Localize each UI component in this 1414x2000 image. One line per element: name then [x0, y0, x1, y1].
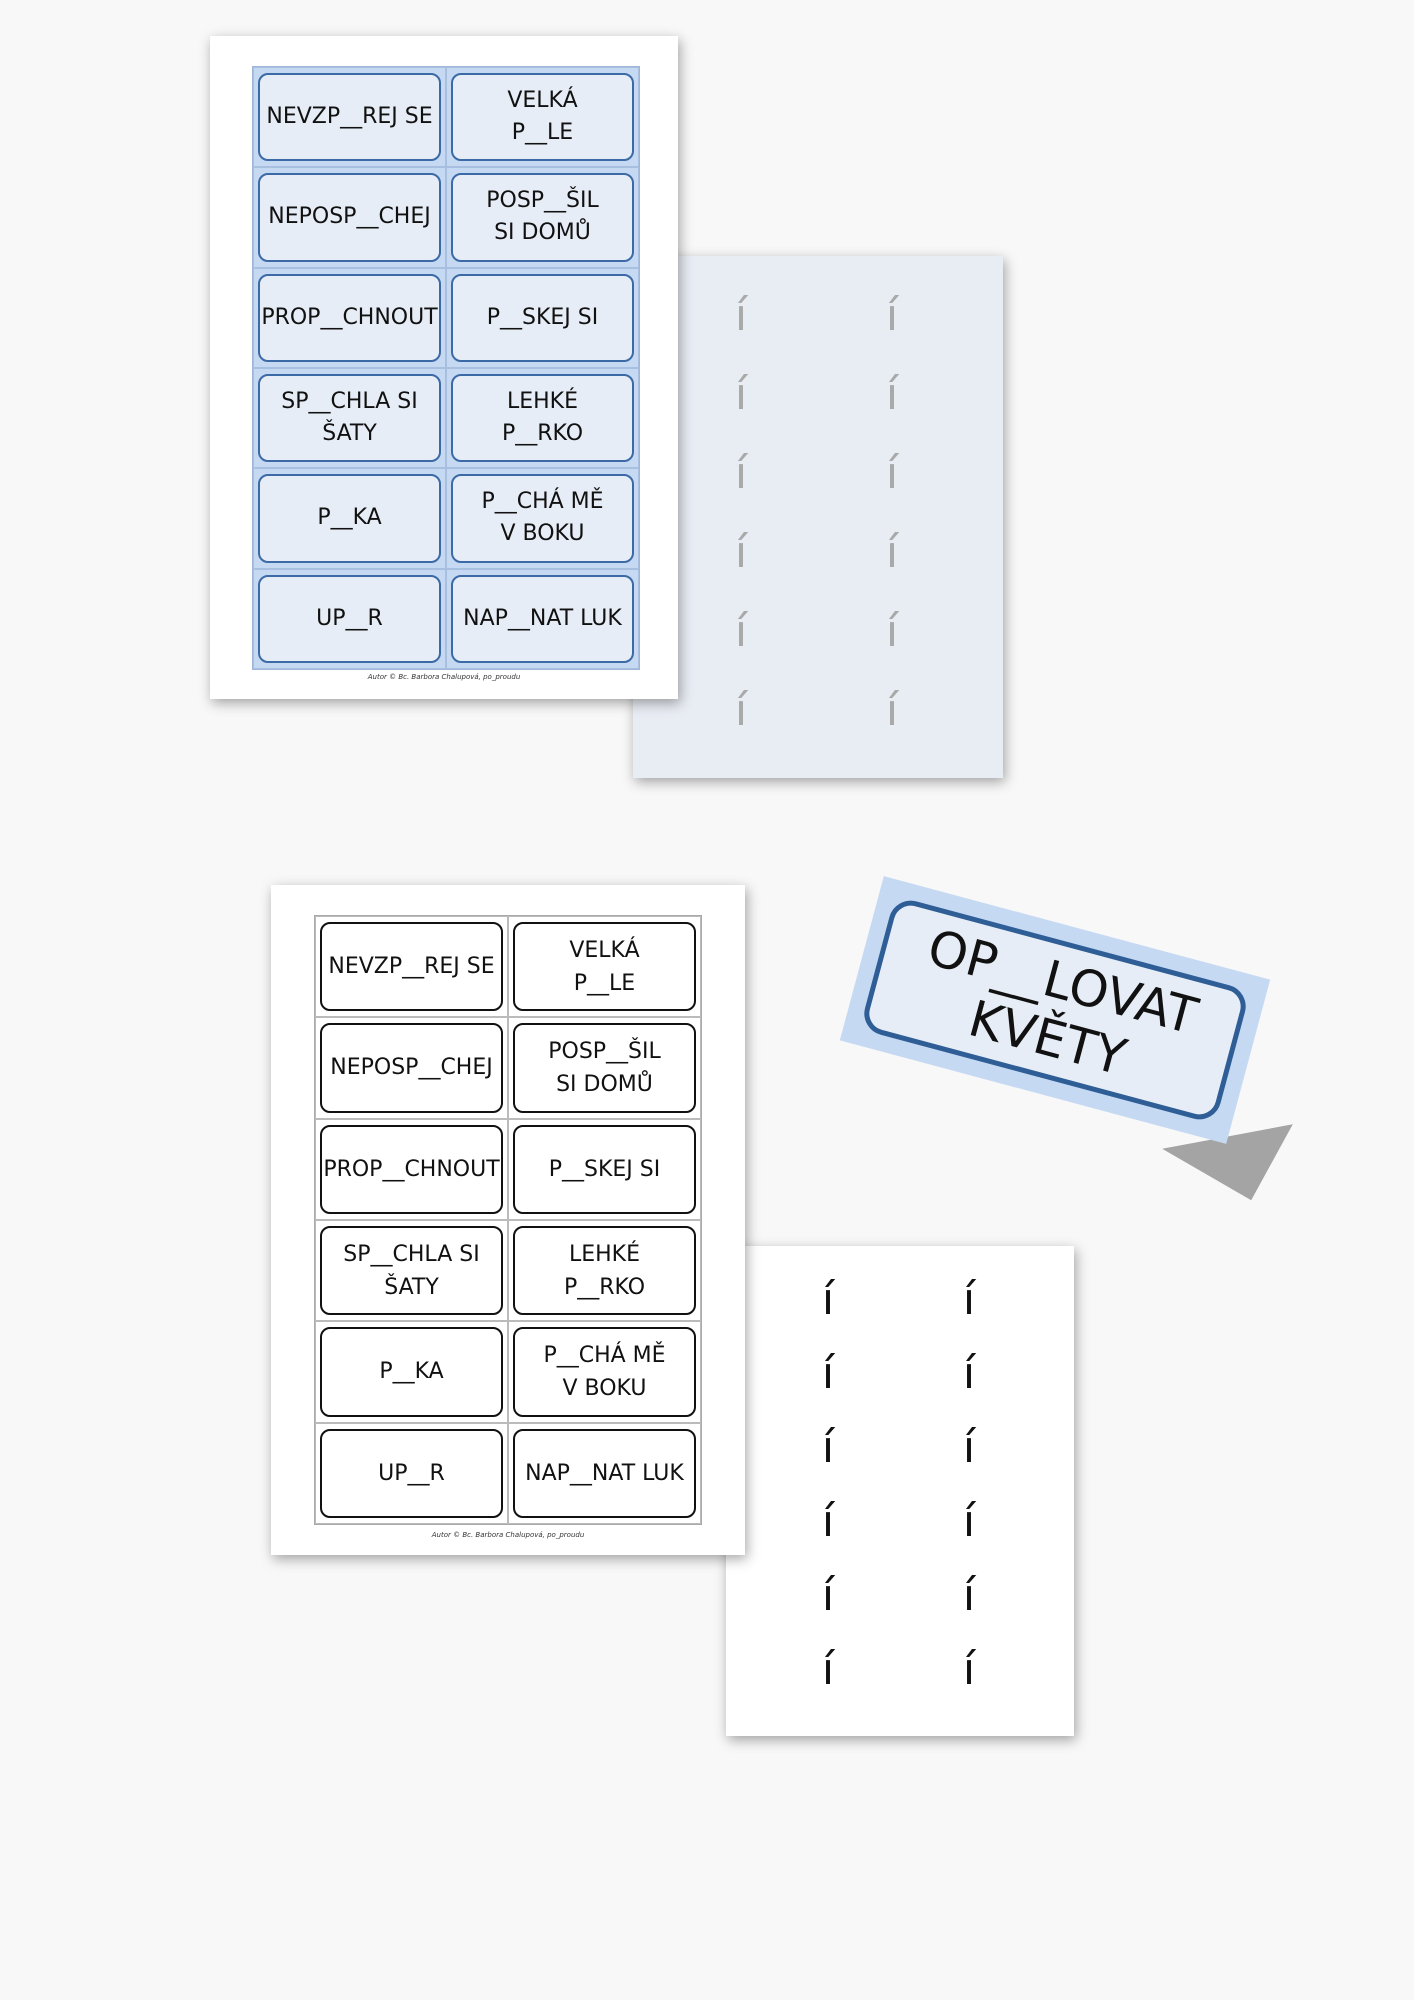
- card-cell: P__SKEJ SI: [508, 1118, 701, 1220]
- letter-i-acute: í: [885, 606, 899, 657]
- card-cell: SP__CHLA SI ŠATY: [315, 1220, 508, 1322]
- tent-card: OP__LOVAT KVĚTY: [839, 876, 1271, 1144]
- letter-i-acute: í: [734, 448, 748, 499]
- card-cell: P__SKEJ SI: [446, 267, 639, 368]
- card-cell: SP__CHLA SI ŠATY: [253, 368, 446, 469]
- card-cell: VELKÁ P__LE: [446, 67, 639, 168]
- card-cell: P__KA: [315, 1321, 508, 1423]
- card-cell: LEHKÉ P__RKO: [446, 368, 639, 469]
- word-card: NEVZP__REJ SE: [258, 73, 441, 162]
- author-credit: Autor © Bc. Barbora Chalupová, po_proudu: [431, 1531, 585, 1539]
- word-card: P__CHÁ MĚ V BOKU: [451, 474, 634, 563]
- card-cell: UP__R: [253, 568, 446, 669]
- letter-i-acute: í: [734, 685, 748, 736]
- card-cell: POSP__ŠIL SI DOMŮ: [446, 167, 639, 268]
- card-cell: P__CHÁ MĚ V BOKU: [446, 468, 639, 569]
- card-cell: P__KA: [253, 468, 446, 569]
- word-card: LEHKÉ P__RKO: [451, 374, 634, 463]
- letter-i-acute: í: [821, 1496, 835, 1547]
- word-card: NEVZP__REJ SE: [320, 922, 503, 1012]
- word-card: P__SKEJ SI: [513, 1124, 696, 1214]
- word-card: PROP__CHNOUT: [258, 273, 441, 362]
- word-card: NAP__NAT LUK: [451, 574, 634, 663]
- letter-i-acute: í: [885, 369, 899, 420]
- letter-i-acute: í: [885, 685, 899, 736]
- word-card: UP__R: [320, 1428, 503, 1518]
- letter-i-acute: í: [821, 1274, 835, 1325]
- letter-i-acute: í: [885, 290, 899, 341]
- word-card: P__SKEJ SI: [451, 273, 634, 362]
- word-card: VELKÁ P__LE: [451, 73, 634, 162]
- letter-i-acute: í: [962, 1348, 976, 1399]
- letter-i-acute: í: [962, 1274, 976, 1325]
- word-card: P__CHÁ MĚ V BOKU: [513, 1327, 696, 1417]
- word-card: NAP__NAT LUK: [513, 1428, 696, 1518]
- word-card: NEPOSP__CHEJ: [258, 173, 441, 262]
- letter-i-acute: í: [734, 606, 748, 657]
- letter-i-acute: í: [734, 527, 748, 578]
- letter-i-acute: í: [962, 1422, 976, 1473]
- letter-i-acute: í: [821, 1422, 835, 1473]
- card-cell: UP__R: [315, 1422, 508, 1524]
- card-cell: VELKÁ P__LE: [508, 916, 701, 1018]
- card-cell: NEVZP__REJ SE: [315, 916, 508, 1018]
- card-cell: LEHKÉ P__RKO: [508, 1220, 701, 1322]
- card-cell: POSP__ŠIL SI DOMŮ: [508, 1017, 701, 1119]
- letter-i-acute: í: [821, 1348, 835, 1399]
- word-card: P__KA: [320, 1327, 503, 1417]
- author-credit: Autor © Bc. Barbora Chalupová, po_proudu: [367, 673, 521, 681]
- letter-i-acute: í: [962, 1496, 976, 1547]
- card-cell: NEPOSP__CHEJ: [315, 1017, 508, 1119]
- word-card: POSP__ŠIL SI DOMŮ: [451, 173, 634, 262]
- card-cell: P__CHÁ MĚ V BOKU: [508, 1321, 701, 1423]
- word-card: LEHKÉ P__RKO: [513, 1226, 696, 1316]
- word-card: POSP__ŠIL SI DOMŮ: [513, 1023, 696, 1113]
- letter-i-acute: í: [885, 448, 899, 499]
- word-card: SP__CHLA SI ŠATY: [258, 374, 441, 463]
- letter-i-acute: í: [821, 1644, 835, 1695]
- word-card: P__KA: [258, 474, 441, 563]
- card-cell: PROP__CHNOUT: [315, 1118, 508, 1220]
- letter-i-acute: í: [885, 527, 899, 578]
- word-card: NEPOSP__CHEJ: [320, 1023, 503, 1113]
- word-card: SP__CHLA SI ŠATY: [320, 1226, 503, 1316]
- letter-i-acute: í: [962, 1644, 976, 1695]
- card-cell: NAP__NAT LUK: [508, 1422, 701, 1524]
- word-card: UP__R: [258, 574, 441, 663]
- letter-i-acute: í: [821, 1570, 835, 1621]
- card-cell: NEPOSP__CHEJ: [253, 167, 446, 268]
- word-card: VELKÁ P__LE: [513, 922, 696, 1012]
- word-card: PROP__CHNOUT: [320, 1124, 503, 1214]
- letter-i-acute: í: [734, 290, 748, 341]
- letter-i-acute: í: [734, 369, 748, 420]
- letter-i-acute: í: [962, 1570, 976, 1621]
- card-cell: NEVZP__REJ SE: [253, 67, 446, 168]
- card-cell: PROP__CHNOUT: [253, 267, 446, 368]
- card-cell: NAP__NAT LUK: [446, 568, 639, 669]
